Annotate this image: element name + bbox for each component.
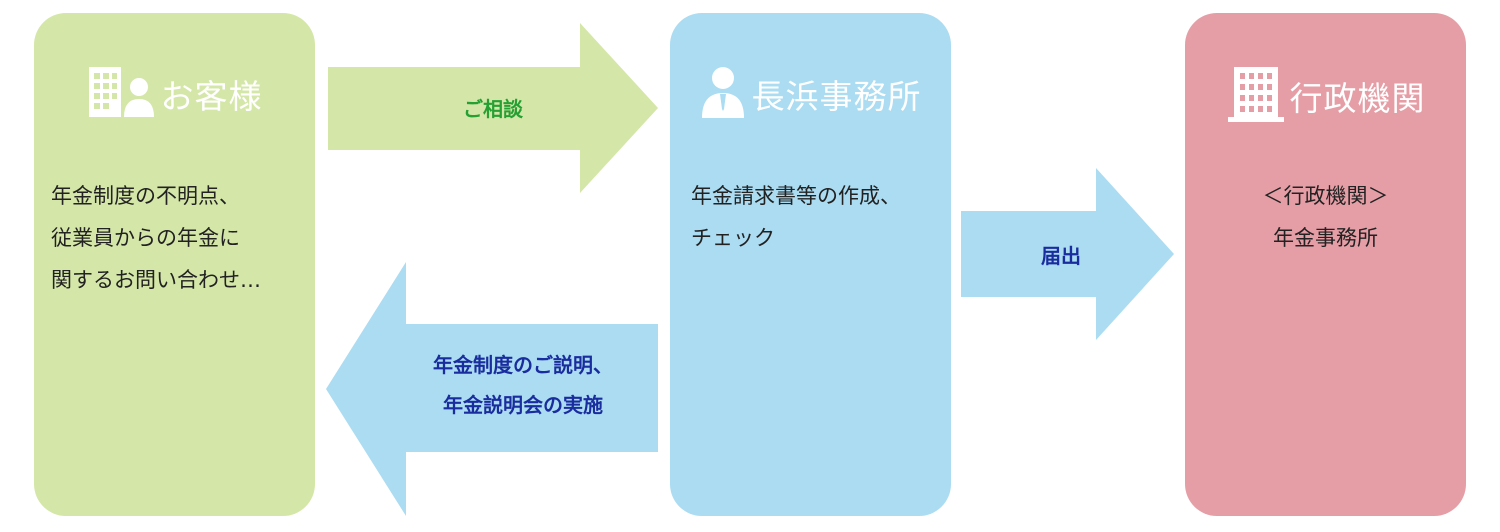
explain-label-line-1: 年金制度のご説明、 — [433, 353, 613, 377]
office-title: 長浜事務所 — [751, 77, 922, 116]
consult-label: ご相談 — [463, 97, 523, 121]
government-header: 行政機関 — [1185, 65, 1466, 127]
customer-title: お客様 — [160, 77, 263, 116]
consult-arrow — [328, 23, 658, 193]
office-box: 長浜事務所 年金請求書等の作成、 チェック — [670, 13, 951, 516]
explain-label-line-2: 年金説明会の実施 — [443, 393, 603, 417]
customer-box: お客様 年金制度の不明点、 従業員からの年金に 関するお問い合わせ… — [34, 13, 315, 516]
submit-label: 届出 — [1041, 244, 1081, 268]
customer-line-2: 従業員からの年金に — [51, 226, 240, 250]
government-title: 行政機関 — [1289, 79, 1426, 118]
customer-line-3: 関するお問い合わせ… — [51, 268, 261, 292]
office-building-icon — [1226, 65, 1284, 127]
government-line-2: 年金事務所 — [1273, 226, 1378, 250]
person-icon — [700, 65, 746, 123]
government-box: 行政機関 ＜行政機関＞ 年金事務所 — [1185, 13, 1466, 516]
customer-line-1: 年金制度の不明点、 — [51, 184, 240, 208]
government-description: ＜行政機関＞ 年金事務所 — [1185, 175, 1466, 259]
building-person-icon — [87, 65, 155, 123]
customer-description: 年金制度の不明点、 従業員からの年金に 関するお問い合わせ… — [51, 175, 261, 301]
office-line-2: チェック — [691, 226, 775, 250]
customer-header: お客様 — [34, 65, 315, 123]
explain-label: 年金制度のご説明、 年金説明会の実施 — [392, 345, 654, 425]
office-header: 長浜事務所 — [670, 65, 951, 123]
explain-arrow — [326, 262, 658, 516]
office-description: 年金請求書等の作成、 チェック — [691, 175, 901, 259]
government-line-1: ＜行政機関＞ — [1262, 184, 1389, 208]
office-line-1: 年金請求書等の作成、 — [691, 184, 901, 208]
submit-arrow — [961, 168, 1174, 340]
